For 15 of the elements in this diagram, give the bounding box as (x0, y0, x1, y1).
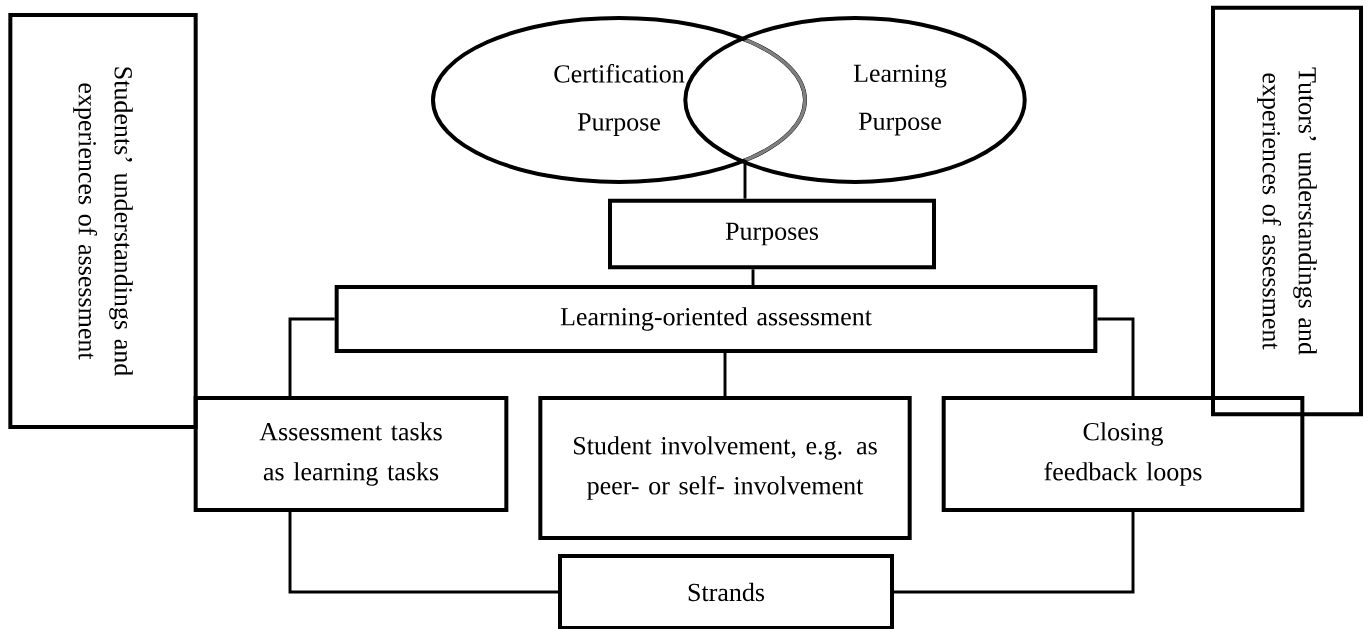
process-box: Assessment tasks as learning tasks (193, 396, 509, 512)
connector (1097, 317, 1135, 396)
process-box: Student involvement, e.g. as peer- or self- involvement (538, 396, 912, 540)
connector (723, 353, 727, 396)
side-box: Students’ understandings and experiences of assessment (8, 13, 198, 429)
process-box: Learning-oriented assessment (334, 285, 1098, 353)
connector (288, 512, 558, 594)
process-box: Closing feedback loops (941, 396, 1305, 512)
connector (894, 512, 1135, 594)
connector (743, 161, 747, 199)
connector (288, 317, 335, 396)
process-box: Strands (558, 554, 894, 629)
side-box: Tutors’ understandings and experiences of assessment (1211, 5, 1363, 417)
connector (751, 269, 755, 285)
process-box: Purposes (608, 198, 936, 270)
